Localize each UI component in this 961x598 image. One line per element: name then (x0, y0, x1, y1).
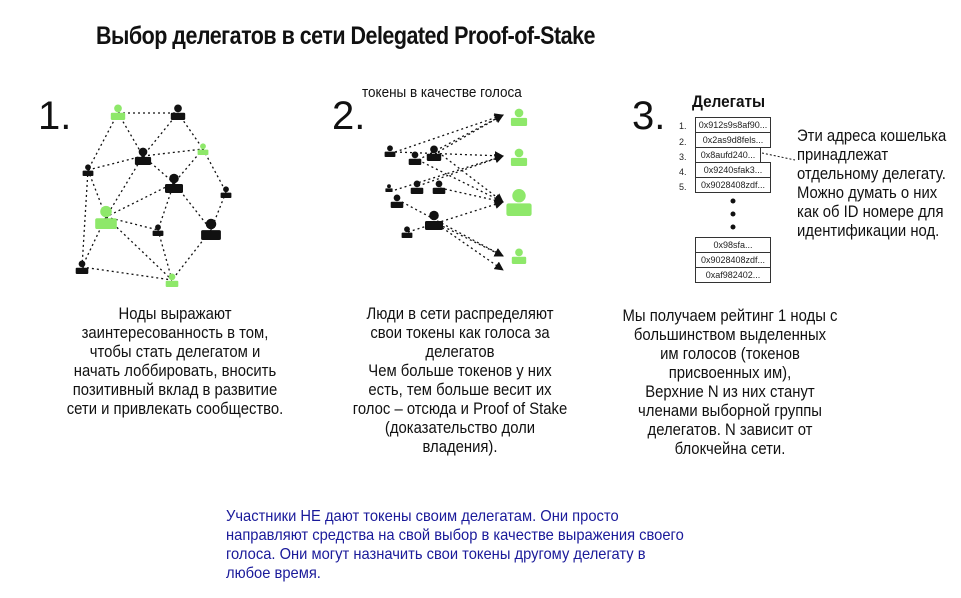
voter-icon (410, 180, 424, 194)
node-icon (165, 273, 179, 287)
voter-icon (390, 194, 404, 208)
rank-index: 4. (679, 167, 687, 177)
delegates (506, 108, 532, 264)
voter-icon (408, 151, 422, 165)
address-box: 0x9028408zdf... (695, 252, 771, 268)
voter-icon (385, 184, 393, 192)
delegate-icon (510, 148, 528, 166)
address-box: 0x9028408zdf... (695, 177, 771, 193)
delegate-icon (511, 248, 527, 264)
address-box: 0x98sfa... (695, 237, 771, 253)
voter-icon (425, 210, 443, 230)
node-icon (170, 104, 186, 120)
step2-number: 2. (332, 94, 366, 138)
address-box: 0xaf982402... (695, 267, 771, 283)
network-edges (81, 112, 227, 281)
rank-index: 1. (679, 121, 687, 131)
rank-index: 2. (679, 137, 687, 147)
voter-icon (432, 180, 446, 194)
address-box: 0x2as9d8fels... (695, 132, 771, 148)
delegate-icon (506, 188, 532, 216)
step1-number: 1. (38, 94, 72, 138)
address-box: 0x9240sfak3... (695, 162, 771, 178)
footer-note: Участники НЕ дают токены своим делегатам… (226, 508, 684, 582)
pointer-line (761, 152, 796, 161)
step3-number: 3. (632, 94, 666, 138)
voter-icon (384, 145, 396, 157)
rank-index: 5. (679, 182, 687, 192)
step2-text: Люди в сети распределяют свои токены как… (352, 305, 568, 456)
address-box: 0x912s9s8af90... (695, 117, 771, 133)
network-nodes (75, 104, 232, 287)
delegates-heading: Делегаты (692, 92, 766, 111)
voter-icon (401, 226, 413, 238)
rank-index: 3. (679, 152, 687, 162)
address-box: 0x8aufd240... (695, 147, 761, 163)
vote-label: токены в качестве голоса (362, 84, 522, 101)
node-icon (110, 104, 126, 120)
address-note: Эти адреса кошелька принадлежат отдельно… (797, 127, 947, 240)
voters (384, 145, 446, 238)
step1-text: Ноды выражают заинтересованность в том, … (66, 305, 284, 418)
page-title: Выбор делегатов в сети Delegated Proof-o… (96, 22, 595, 50)
list-ellipsis (730, 198, 736, 230)
step3-text: Мы получаем рейтинг 1 ноды с большинство… (622, 307, 838, 458)
delegate-icon (510, 108, 528, 126)
